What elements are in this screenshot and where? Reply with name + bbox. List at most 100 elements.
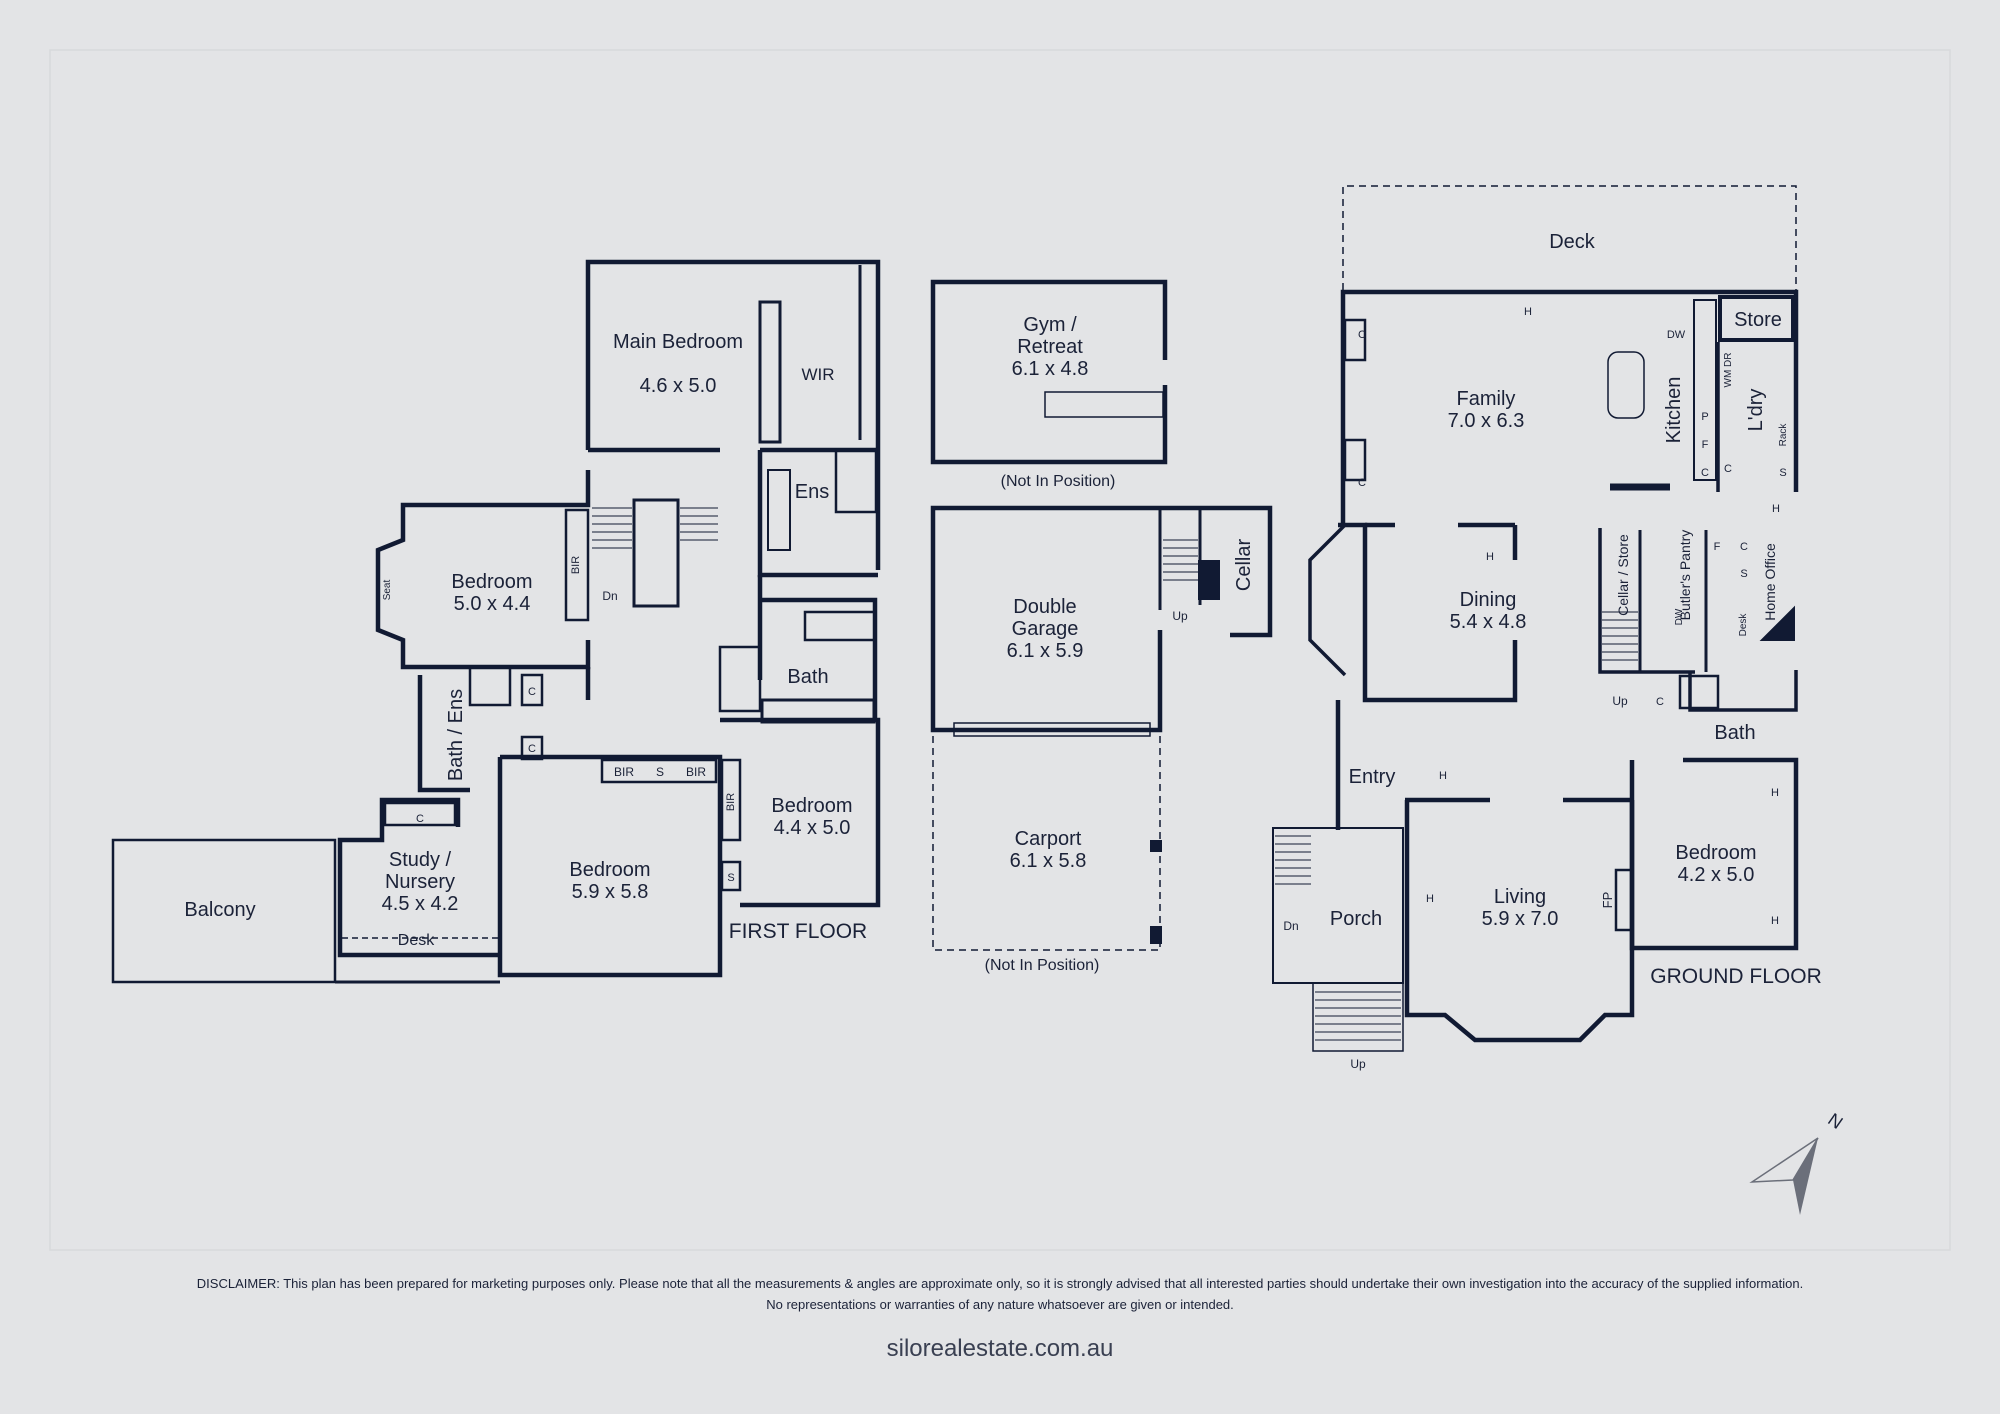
website-link[interactable]: silorealestate.com.au — [886, 1335, 1114, 1362]
kitchen-c-label-2: C — [1724, 463, 1732, 475]
dining-walls — [1338, 522, 1518, 703]
bedroom-gf-walls — [1629, 757, 1799, 951]
deck-outline — [1342, 185, 1797, 290]
pantry-f-label: F — [1714, 541, 1721, 553]
gym-size: 6.1 x 4.8 — [1012, 358, 1089, 380]
porch-up-label: Up — [1350, 1057, 1366, 1071]
pantry-walls — [1598, 528, 1695, 674]
garage-size: 6.1 x 5.9 — [1007, 640, 1084, 662]
bedroom-h-label-1: H — [1771, 787, 1779, 799]
porch-steps — [1312, 982, 1404, 1052]
bir-label-1: BIR — [614, 765, 634, 779]
main-bedroom-size: 4.6 x 5.0 — [640, 375, 717, 397]
ground-floor-labels: Deck Store Family 7.0 x 6.3 Kitchen DW W… — [1283, 231, 1821, 1071]
kitchen-bench — [1693, 299, 1717, 481]
bedroom-east-s-label: S — [727, 872, 734, 884]
first-floor-stair-treads — [592, 507, 718, 549]
cellar-up-label: Up — [1172, 609, 1188, 623]
first-floor-label: FIRST FLOOR — [729, 920, 867, 943]
ensuite-shower — [834, 448, 878, 514]
study-label-line1: Study / — [389, 849, 452, 871]
bedroom-gf-size: 4.2 x 5.0 — [1678, 864, 1755, 886]
carport-outline — [932, 736, 1161, 951]
balcony-label: Balcony — [184, 899, 255, 921]
office-s-label: S — [1740, 568, 1747, 580]
ground-floor-plan — [1272, 185, 1799, 1052]
study-closet — [383, 801, 457, 827]
pantry-dw-label: DW — [1674, 608, 1685, 625]
living-h-label: H — [1426, 893, 1434, 905]
family-walls — [1340, 289, 1799, 525]
ensuite-vanity — [767, 469, 791, 551]
balcony-outline — [111, 838, 337, 984]
living-walls — [1404, 800, 1635, 1043]
carport-post-1 — [1150, 840, 1162, 852]
laundry-h-label: H — [1772, 503, 1780, 515]
dining-h-label: H — [1486, 551, 1494, 563]
family-c-label-1: C — [1358, 329, 1366, 341]
gym-bench — [1044, 391, 1164, 418]
bath-shower-gf — [1678, 674, 1720, 710]
bath-shower — [718, 645, 762, 713]
kitchen-c-label-1: C — [1701, 467, 1709, 479]
gym-label-line1: Gym / — [1023, 314, 1077, 336]
bedroom-nw-size: 5.0 x 4.4 — [454, 593, 531, 615]
s-label-1: S — [656, 765, 664, 779]
garage-door — [953, 722, 1151, 737]
gym-walls — [930, 279, 1168, 465]
garage-label-line1: Double — [1013, 596, 1076, 618]
study-label-line2: Nursery — [385, 871, 455, 893]
bedroom-nw-label: Bedroom — [451, 571, 532, 593]
outbuildings-plan — [930, 279, 1273, 951]
family-label: Family — [1457, 388, 1516, 410]
carport-size: 6.1 x 5.8 — [1010, 850, 1087, 872]
bedroom-east-size: 4.4 x 5.0 — [774, 817, 851, 839]
rack-label: Rack — [1778, 423, 1789, 447]
wir-label: WIR — [801, 365, 834, 384]
stair-void — [632, 498, 680, 608]
dining-label: Dining — [1460, 589, 1517, 611]
store-walls — [1718, 295, 1795, 342]
bedroom-center-walls — [497, 754, 723, 978]
study-size: 4.5 x 4.2 — [382, 893, 459, 915]
carport-post-2 — [1150, 926, 1162, 944]
bedroom-east-bir — [720, 758, 742, 842]
cellar-block — [1198, 560, 1220, 600]
stair-dn-label: Dn — [602, 589, 617, 603]
carport-label: Carport — [1015, 828, 1082, 850]
study-closet-label: C — [416, 813, 424, 825]
dining-size: 5.4 x 4.8 — [1450, 611, 1527, 633]
garage-label-line2: Garage — [1012, 618, 1079, 640]
laundry-s-label: S — [1779, 467, 1786, 479]
pantry-p-label: P — [1701, 411, 1708, 423]
disclaimer-line2: No representations or warranties of any … — [766, 1297, 1234, 1312]
disclaimer-line1: DISCLAIMER: This plan has been prepared … — [196, 1276, 1804, 1291]
wir-shelf — [758, 300, 782, 444]
main-bedroom-label: Main Bedroom — [613, 331, 743, 353]
dw-label: DW — [1667, 329, 1686, 341]
butlers-pantry-label: Butler's Pantry — [1677, 530, 1693, 621]
laundry-label: L'dry — [1745, 389, 1767, 432]
kitchen-label: Kitchen — [1663, 377, 1685, 444]
bedroom-center-size: 5.9 x 5.8 — [572, 881, 649, 903]
ground-floor-stair-treads — [1275, 611, 1638, 1041]
deck-h-label: H — [1524, 306, 1532, 318]
wm-dr-label: WM DR — [1723, 353, 1734, 388]
bedroom-nw-bir — [564, 508, 590, 622]
family-closet-2 — [1343, 438, 1367, 482]
home-office-label: Home Office — [1762, 543, 1778, 621]
bath-walls-gf — [1688, 670, 1798, 712]
entry-h-label: H — [1439, 770, 1447, 782]
gym-label-line2: Retreat — [1017, 336, 1083, 358]
bedroom-east-label: Bedroom — [771, 795, 852, 817]
fridge-f-label: F — [1702, 439, 1709, 451]
stair-up-label: Up — [1612, 694, 1628, 708]
porch-label: Porch — [1330, 908, 1382, 930]
kitchen-island — [1607, 351, 1645, 419]
carport-not-in-position: (Not In Position) — [985, 957, 1100, 974]
cellar-label: Cellar — [1233, 539, 1255, 592]
outbuildings-labels: Gym / Retreat 6.1 x 4.8 (Not In Position… — [985, 314, 1255, 974]
bath-label-gf: Bath — [1714, 722, 1755, 744]
desk-label: Desk — [398, 932, 435, 949]
